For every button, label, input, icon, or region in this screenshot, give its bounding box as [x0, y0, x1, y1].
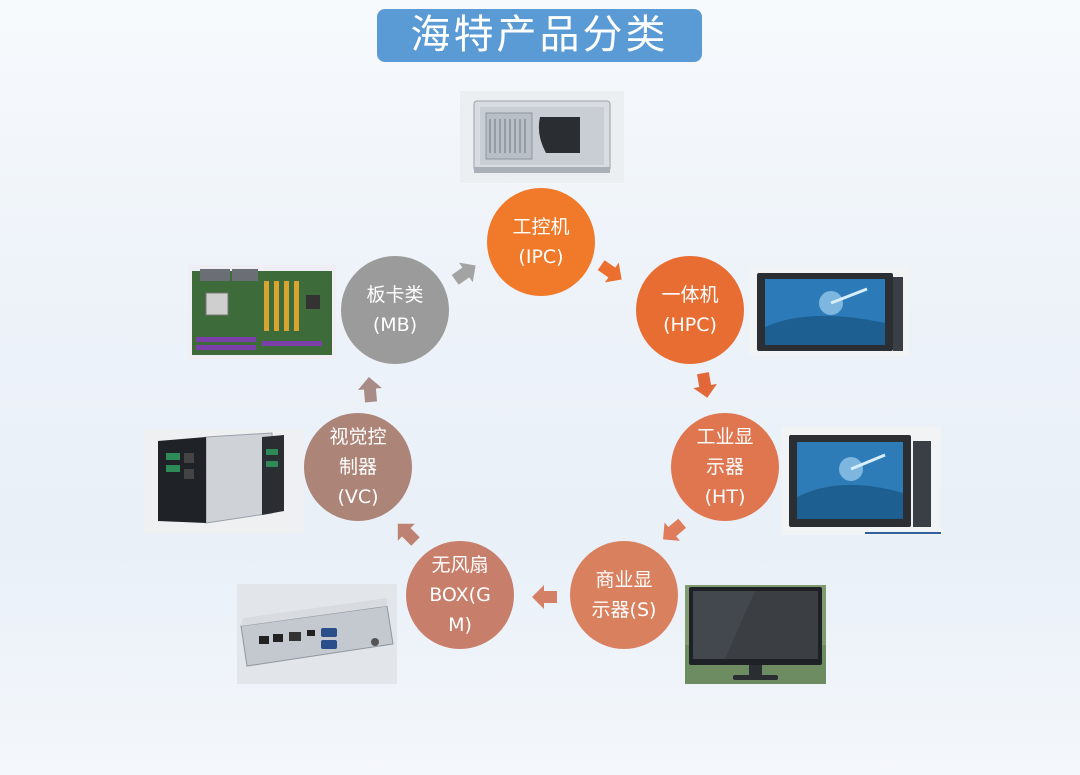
ht-display-image — [781, 427, 941, 535]
node-ipc: 工控机 (IPC) — [487, 188, 595, 296]
node-vc-line3: (VC) — [337, 486, 379, 508]
mb-motherboard-image — [188, 265, 336, 359]
node-mb: 板卡类 (MB) — [341, 256, 449, 364]
node-gm-line3: M) — [448, 614, 472, 636]
node-s-line1: 商业显 — [595, 569, 653, 591]
node-ht-line3: (HT) — [704, 486, 746, 508]
node-vc: 视觉控 制器 (VC) — [304, 413, 412, 521]
node-hpc-line1: 一体机 — [661, 284, 719, 306]
node-ht: 工业显 示器 (HT) — [671, 413, 779, 521]
arrow-ipc-to-hpc — [597, 260, 622, 283]
node-ipc-line2: (IPC) — [518, 246, 564, 268]
arrow-vc-to-mb — [357, 377, 382, 403]
node-vc-line2: 制器 — [338, 456, 377, 478]
arrow-gm-to-vc — [397, 523, 420, 546]
ipc-chassis-image — [460, 91, 624, 183]
node-vc-line1: 视觉控 — [329, 426, 387, 448]
node-ht-line2: 示器 — [705, 456, 744, 478]
node-mb-line1: 板卡类 — [366, 284, 424, 306]
arrow-s-to-gm — [532, 585, 557, 609]
node-ipc-line1: 工控机 — [512, 216, 570, 238]
node-s: 商业显 示器(S) — [570, 541, 678, 649]
node-gm-line1: 无风扇 — [431, 554, 489, 576]
arrow-ht-to-s — [663, 518, 687, 541]
vc-controller-image — [144, 429, 303, 533]
node-gm: 无风扇 BOX(G M) — [406, 541, 514, 649]
arrow-hpc-to-ht — [693, 372, 717, 398]
arrow-mb-to-ipc — [451, 262, 476, 285]
node-ht-line1: 工业显 — [696, 426, 754, 448]
node-mb-line2: (MB) — [372, 314, 418, 336]
s-monitor-image — [685, 585, 826, 684]
page-title: 海特产品分类 — [377, 9, 702, 62]
node-hpc: 一体机 (HPC) — [636, 256, 744, 364]
node-hpc-line2: (HPC) — [663, 314, 717, 336]
hpc-panel-image — [749, 267, 909, 356]
node-gm-line2: BOX(G — [429, 584, 491, 606]
node-s-line2: 示器(S) — [591, 599, 657, 621]
gm-box-image — [237, 584, 397, 684]
